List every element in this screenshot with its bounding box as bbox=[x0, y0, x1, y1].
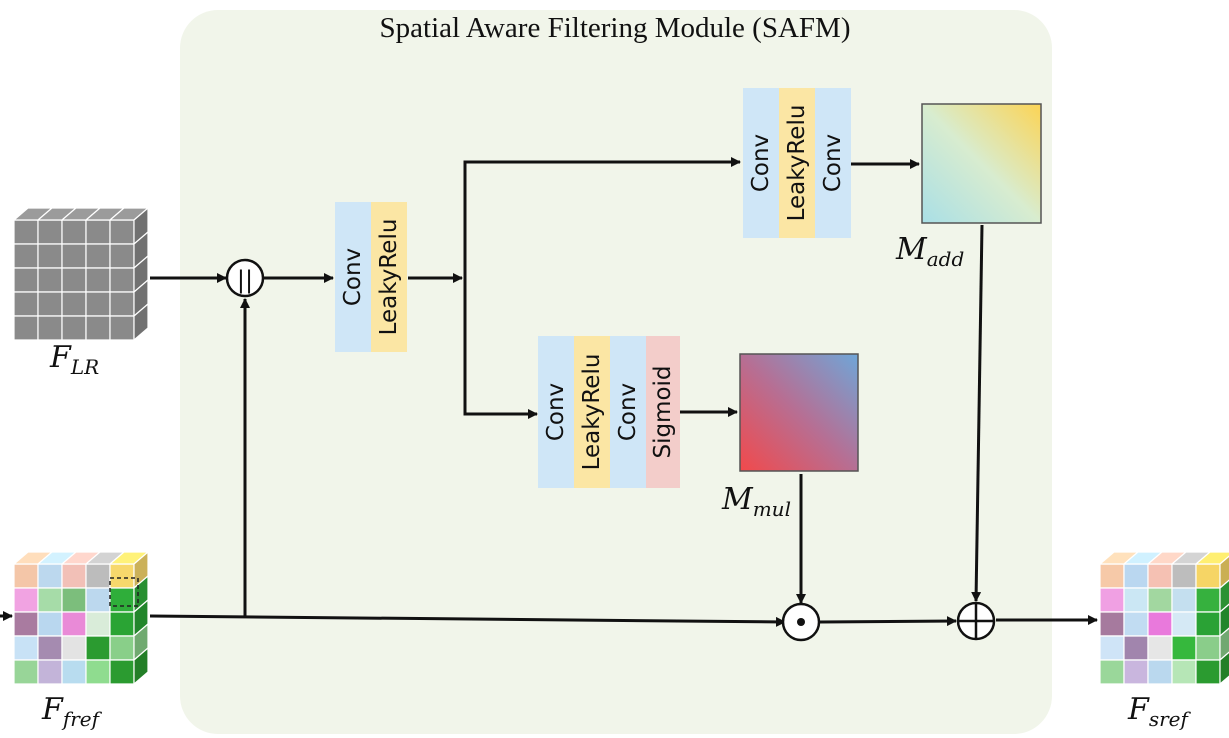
add-operator bbox=[956, 601, 996, 641]
madd-to-add-arrow bbox=[971, 224, 984, 602]
sigmoid-layer: Sigmoid bbox=[646, 336, 680, 488]
module-title: Spatial Aware Filtering Module (SAFM) bbox=[379, 12, 851, 44]
f-lr-cube bbox=[12, 206, 150, 342]
conv-layer: Conv bbox=[743, 88, 779, 238]
conv-layer: Conv bbox=[335, 202, 371, 352]
shared-conv-block: Conv LeakyRelu bbox=[335, 202, 407, 352]
branch-to-add-arrow bbox=[463, 157, 741, 278]
mul-branch-block: Conv LeakyRelu Conv Sigmoid bbox=[538, 336, 680, 488]
add-branch-block: Conv LeakyRelu Conv bbox=[743, 88, 851, 238]
m-add-label: Madd bbox=[896, 232, 965, 271]
svg-text:||: || bbox=[237, 266, 253, 294]
multiply-to-add-arrow bbox=[819, 616, 957, 627]
conv-layer: Conv bbox=[610, 336, 646, 488]
multiply-operator bbox=[781, 602, 821, 642]
leaky-relu-layer: LeakyRelu bbox=[779, 88, 815, 238]
conv-layer: Conv bbox=[538, 336, 574, 488]
feature-cubes bbox=[12, 206, 1229, 686]
f-lr-label: FLR bbox=[50, 340, 100, 379]
m-add-map bbox=[921, 103, 1042, 224]
fref-main-line bbox=[149, 614, 786, 627]
leaky-relu-layer: LeakyRelu bbox=[371, 202, 407, 352]
branch-to-mul-arrow bbox=[463, 278, 538, 419]
leaky-relu-layer: LeakyRelu bbox=[574, 336, 610, 488]
concat-operator: || bbox=[225, 258, 265, 298]
f-sref-cube bbox=[1098, 551, 1229, 686]
highlight-cell bbox=[109, 577, 139, 607]
conv-layer: Conv bbox=[815, 88, 851, 238]
f-fref-label: Ffref bbox=[42, 692, 100, 731]
f-fref-cube bbox=[12, 550, 150, 686]
f-sref-label: Fsref bbox=[1128, 692, 1188, 731]
m-mul-label: Mmul bbox=[722, 482, 791, 521]
connections bbox=[0, 157, 1098, 627]
m-mul-map bbox=[739, 353, 859, 472]
